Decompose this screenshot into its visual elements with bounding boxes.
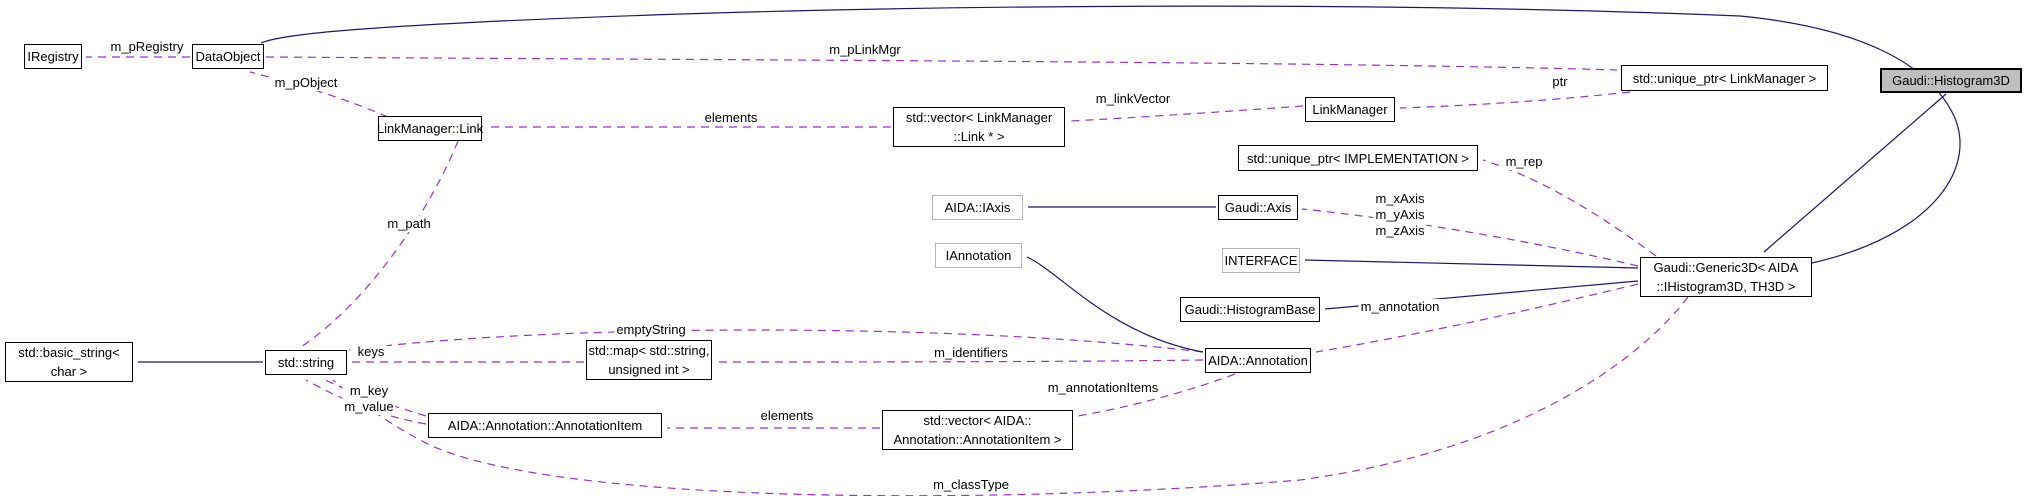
class-node-generic3d[interactable]: Gaudi::Generic3D< AIDA ::IHistogram3D, T… [1640, 257, 1812, 297]
edge-label-m_pLinkMgr: m_pLinkMgr [827, 42, 903, 58]
class-node-vector-annotationitem[interactable]: std::vector< AIDA:: Annotation::Annotati… [882, 410, 1073, 450]
edge-emptyString [348, 329, 1204, 353]
edge-m_axes [1301, 208, 1639, 267]
class-node-uptr-linkmanager[interactable]: std::unique_ptr< LinkManager > [1621, 65, 1828, 91]
class-node-interface: INTERFACE [1222, 248, 1300, 273]
edge-m_pObject [249, 71, 389, 118]
edge-inherit-iannotation [1026, 256, 1204, 353]
edge-m_identifiers [716, 359, 1204, 363]
edge-label-m_axes: m_xAxis m_yAxis m_zAxis [1373, 191, 1427, 239]
class-node-basic-string[interactable]: std::basic_string< char > [5, 342, 133, 382]
class-node-iannotation: IAnnotation [935, 243, 1022, 268]
edge-label-m_pRegistry: m_pRegistry [108, 39, 186, 55]
class-node-linkmanager-link[interactable]: LinkManager::Link [377, 116, 483, 141]
edge-label-m_identifiers: m_identifiers [932, 345, 1010, 361]
class-node-iregistry[interactable]: IRegistry [24, 44, 82, 69]
edge-m_classType [332, 296, 1689, 496]
class-node-annotationitem[interactable]: AIDA::Annotation::AnnotationItem [428, 413, 662, 438]
edge-label-emptyString: emptyString [614, 322, 688, 338]
class-node-annotation[interactable]: AIDA::Annotation [1205, 348, 1311, 373]
edge-label-elements-items: elements [758, 408, 816, 424]
edge-label-m_rep: m_rep [1503, 154, 1545, 170]
edge-label-m_linkVector: m_linkVector [1093, 91, 1173, 107]
edge-m_annotation [1315, 283, 1639, 353]
edge-m_rep [1482, 159, 1657, 257]
class-node-aida-iaxis: AIDA::IAxis [932, 195, 1023, 220]
edge-m_linkVector [1069, 105, 1304, 122]
edge-inherit-generic3d [1763, 93, 1947, 253]
edge-label-m_classType: m_classType [931, 477, 1011, 493]
edge-label-m_annotation: m_annotation [1358, 299, 1442, 315]
edge-m_pLinkMgr [265, 56, 1618, 71]
edge-label-m_annotationItems: m_annotationItems [1045, 380, 1161, 396]
class-node-map-string-uint[interactable]: std::map< std::string, unsigned int > [586, 340, 712, 380]
class-node-histogrambase[interactable]: Gaudi::HistogramBase [1180, 297, 1320, 322]
edge-ptr [1399, 91, 1631, 109]
class-node-gaudi-axis[interactable]: Gaudi::Axis [1218, 195, 1298, 220]
edge-label-m_path: m_path [385, 216, 433, 232]
class-node-std-string[interactable]: std::string [265, 350, 347, 375]
edge-inherit-interface [1304, 259, 1639, 269]
edge-label-elements-links: elements [702, 110, 760, 126]
edge-label-m_key_value: m_key m_value [342, 383, 396, 415]
class-node-linkmanager[interactable]: LinkManager [1305, 97, 1395, 122]
edge-m_path [300, 140, 459, 348]
class-node-histogram3d: Gaudi::Histogram3D [1880, 68, 2022, 93]
edge-label-ptr: ptr [1550, 74, 1570, 90]
class-node-uptr-implementation[interactable]: std::unique_ptr< IMPLEMENTATION > [1238, 145, 1478, 171]
edge-label-m_pObject: m_pObject [272, 75, 340, 91]
class-node-vector-link[interactable]: std::vector< LinkManager ::Link * > [893, 107, 1065, 147]
edge-label-keys: keys [355, 344, 387, 360]
class-node-dataobject[interactable]: DataObject [192, 44, 264, 69]
edge-inherit-dataobject [260, 5, 1961, 264]
